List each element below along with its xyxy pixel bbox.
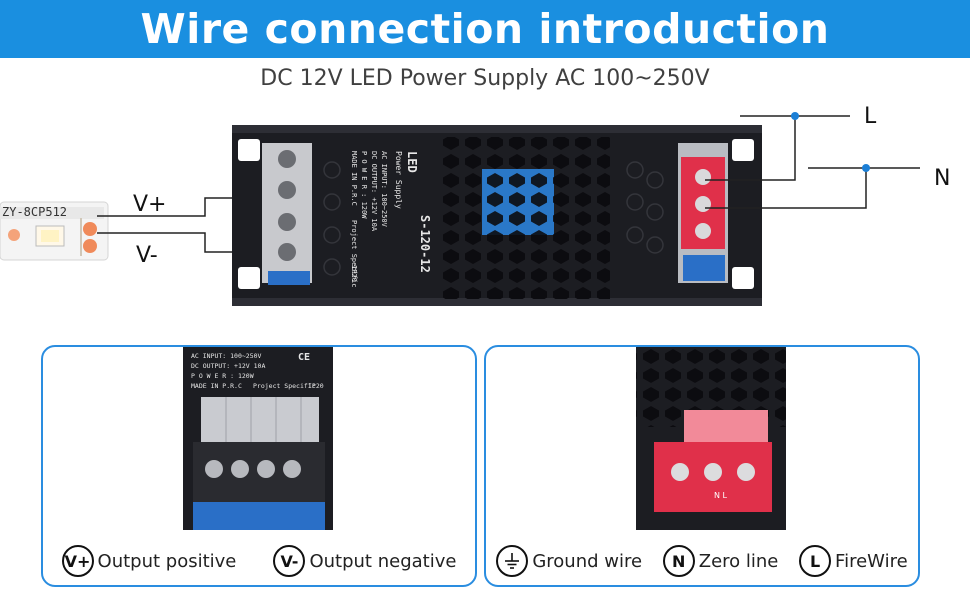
svg-text:LED: LED	[405, 151, 419, 173]
svg-text:MADE IN P.R.C: MADE IN P.R.C	[191, 382, 242, 390]
subtitle: DC 12V LED Power Supply AC 100~250V	[260, 66, 710, 91]
legend-item-neutral: N Zero line	[662, 545, 778, 577]
power-supply-unit: LED Power Supply AC INPUT: 100~250V DC O…	[232, 125, 762, 306]
wiring-diagram: ZY-8CP512	[0, 95, 970, 325]
input-terminal-closeup: N L	[636, 347, 786, 530]
svg-text:N L: N L	[714, 491, 728, 500]
led-strip: ZY-8CP512	[0, 201, 109, 261]
input-legend: Ground wire N Zero line L FireWire	[486, 545, 918, 577]
svg-text:AC INPUT: 100~250V: AC INPUT: 100~250V	[380, 151, 388, 228]
wire-label-vminus: V-	[136, 243, 158, 268]
live-badge-icon: L	[799, 545, 832, 577]
legend-item-vminus: V- Output negative	[273, 545, 456, 577]
wire-label-n: N	[934, 166, 951, 191]
svg-text:Project Specific: Project Specific	[253, 382, 316, 390]
wire-label-l: L	[864, 104, 877, 129]
svg-text:Project Specific: Project Specific	[350, 220, 358, 287]
legend-item-ground: Ground wire	[496, 545, 642, 577]
legend-item-vplus: V+ Output positive	[61, 545, 236, 577]
svg-text:S-120-12: S-120-12	[418, 215, 432, 273]
svg-text:IP20: IP20	[308, 382, 324, 390]
output-legend: V+ Output positive V- Output negative	[43, 545, 475, 577]
vminus-badge-icon: V-	[273, 545, 306, 577]
title-banner: Wire connection introduction	[0, 0, 970, 58]
vplus-badge-icon: V+	[61, 545, 94, 577]
neutral-badge-icon: N	[662, 545, 695, 577]
strip-print: ZY-8CP512	[2, 205, 67, 219]
wire-label-vplus: V+	[133, 192, 167, 217]
output-terminal-panel: AC INPUT: 100~250V DC OUTPUT: +12V 10A P…	[41, 345, 477, 587]
svg-text:P O W E R : 120W: P O W E R : 120W	[360, 151, 368, 219]
ground-icon	[496, 545, 529, 577]
svg-text:CE: CE	[298, 352, 310, 363]
svg-text:DC OUTPUT: +12V 10A: DC OUTPUT: +12V 10A	[370, 151, 378, 232]
wiring-diagram-graphic: ZY-8CP512	[0, 112, 920, 306]
svg-text:MADE IN P.R.C: MADE IN P.R.C	[350, 151, 358, 206]
input-terminal-panel: N L Ground wire N Zero line L F	[484, 345, 920, 587]
page-title: Wire connection introduction	[140, 5, 830, 53]
svg-text:P O W E R : 120W: P O W E R : 120W	[191, 372, 254, 380]
svg-text:DC OUTPUT: +12V 10A: DC OUTPUT: +12V 10A	[191, 362, 265, 370]
svg-text:IP20: IP20	[350, 265, 358, 282]
output-terminal-closeup: AC INPUT: 100~250V DC OUTPUT: +12V 10A P…	[183, 347, 333, 530]
svg-text:AC INPUT: 100~250V: AC INPUT: 100~250V	[191, 352, 262, 360]
svg-text:Power Supply: Power Supply	[394, 151, 403, 209]
legend-item-live: L FireWire	[799, 545, 908, 577]
